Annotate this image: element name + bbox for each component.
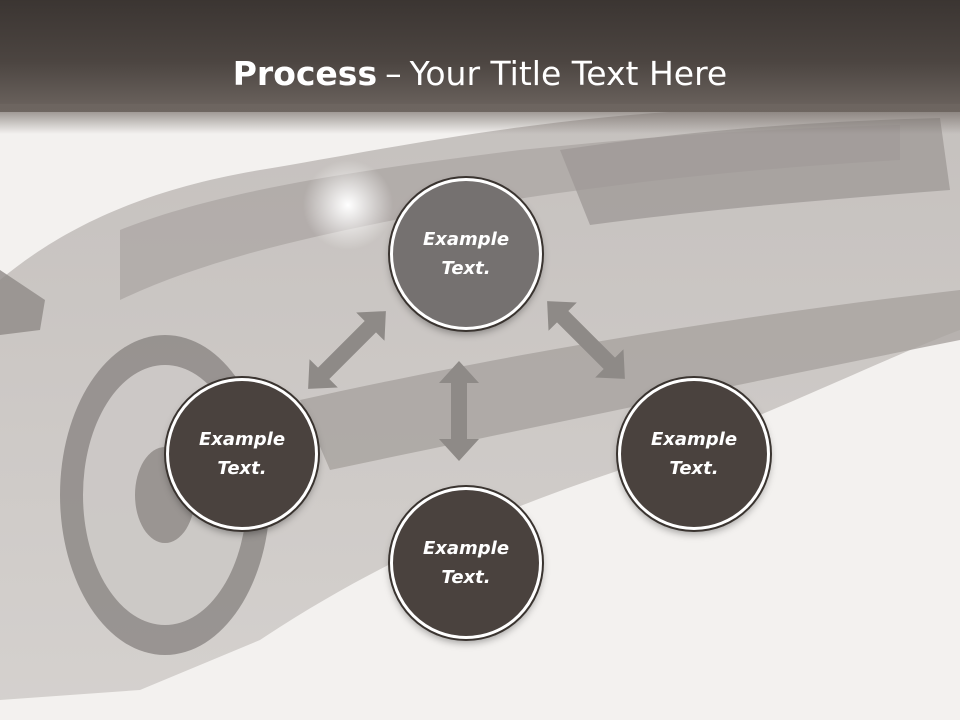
process-node-bottom-label: Example Text. [422, 538, 510, 588]
title-bold-word: Process [232, 54, 378, 93]
process-node-top: Example Text. [390, 178, 542, 330]
slide-title: Process–Your Title Text Here [0, 52, 960, 96]
arrow-vertical [439, 361, 479, 461]
process-node-right: Example Text. [618, 378, 770, 530]
title-rest: Your Title Text Here [409, 54, 728, 93]
process-node-left-label: Example Text. [198, 429, 286, 479]
arrow-top-right [547, 301, 625, 379]
title-separator: – [385, 54, 402, 93]
title-fade [0, 104, 960, 134]
arrow-top-left [308, 311, 386, 389]
title-band [0, 0, 960, 112]
process-node-top-label: Example Text. [422, 229, 510, 279]
process-node-right-label: Example Text. [650, 429, 738, 479]
process-node-left: Example Text. [166, 378, 318, 530]
process-node-bottom: Example Text. [390, 487, 542, 639]
